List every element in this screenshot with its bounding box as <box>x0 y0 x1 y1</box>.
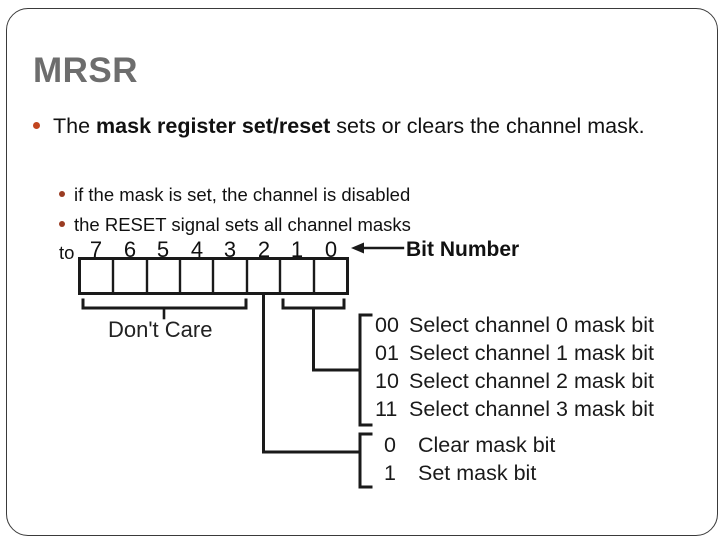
legend-code: 1 <box>384 461 396 485</box>
dont-care-label: Don't Care <box>108 317 213 342</box>
bit-number-0: 0 <box>324 237 338 262</box>
bullet-sub-2-text: the RESET signal sets all channel masks <box>74 214 411 235</box>
legend-desc: Select channel 1 mask bit <box>409 341 654 365</box>
legend-code: 01 <box>375 341 399 365</box>
bit-number-label: Bit Number <box>406 238 520 261</box>
bullet-sub-1: if the mask is set, the channel is disab… <box>59 183 699 207</box>
legend-desc: Select channel 3 mask bit <box>409 397 654 421</box>
legend-code: 0 <box>384 433 396 457</box>
legend-channel-0: 00 Select channel 0 mask bit <box>375 313 654 338</box>
legend-clear-mask: 0 Clear mask bit <box>375 433 555 458</box>
bit-number-4: 4 <box>190 237 204 262</box>
mrsr-bit-diagram: 7 6 5 4 3 2 1 0 Bit Number Don't Care 00… <box>7 9 719 537</box>
bullet-sub-3-text: to <box>59 242 75 263</box>
bullet-dot-icon <box>59 221 65 227</box>
legend-channel-3: 11 Select channel 3 mask bit <box>375 397 654 422</box>
bullet-sub-3: to <box>59 241 699 265</box>
bit-number-3: 3 <box>223 237 237 262</box>
legend-code: 11 <box>375 397 398 421</box>
legend-channel-1: 01 Select channel 1 mask bit <box>375 341 654 366</box>
bullet-dot-icon <box>59 191 65 197</box>
legend-desc: Select channel 2 mask bit <box>409 369 654 393</box>
legend-channel-2: 10 Select channel 2 mask bit <box>375 369 654 394</box>
page-title: MRSR <box>33 51 139 90</box>
bit-number-7: 7 <box>89 237 103 262</box>
bullet-post: sets or clears the channel mask. <box>330 114 645 138</box>
bullet-bold: mask register set/reset <box>96 114 331 138</box>
legend-code: 00 <box>375 313 399 337</box>
bit-number-6: 6 <box>123 237 137 262</box>
legend-desc: Clear mask bit <box>418 433 556 457</box>
slide-frame: MRSR The mask register set/reset sets or… <box>6 8 718 536</box>
legend-desc: Set mask bit <box>418 461 537 485</box>
legend-set-mask: 1 Set mask bit <box>375 461 536 486</box>
bullet-main-text: The mask register set/reset sets or clea… <box>53 113 705 140</box>
bullet-dot-icon <box>33 122 40 129</box>
bit-number-5: 5 <box>156 237 170 262</box>
bullet-sub-2: the RESET signal sets all channel masks <box>59 213 699 237</box>
legend-code: 10 <box>375 369 399 393</box>
bullet-pre: The <box>53 114 97 138</box>
bit-number-1: 1 <box>290 237 304 262</box>
bullet-sub-1-text: if the mask is set, the channel is disab… <box>74 184 411 205</box>
bullet-main: The mask register set/reset sets or clea… <box>33 113 705 140</box>
diagram-lines <box>78 242 405 489</box>
bit-number-2: 2 <box>257 237 271 262</box>
legend-desc: Select channel 0 mask bit <box>409 313 654 337</box>
